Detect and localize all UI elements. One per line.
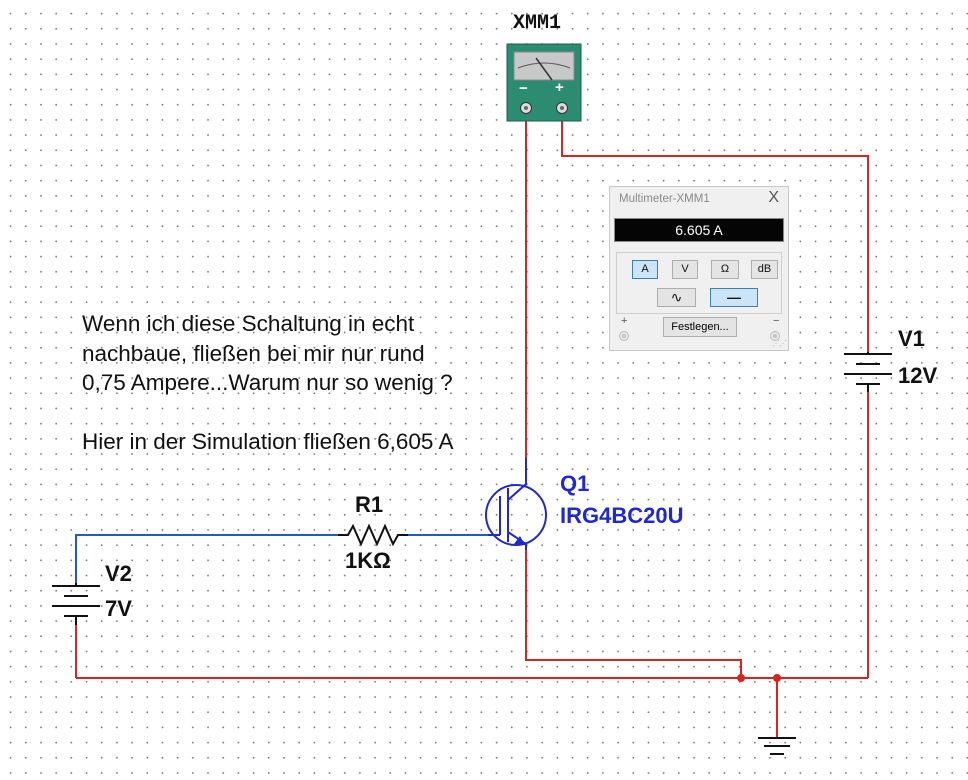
minus-terminal-label: − (773, 315, 780, 327)
wire-meter-plus-to-v1[interactable] (561, 116, 869, 352)
dc-mode-button[interactable]: — (710, 288, 758, 307)
battery-v2-symbol[interactable] (52, 583, 100, 625)
junction-dot (773, 674, 781, 682)
mode-ohm-button[interactable]: Ω (711, 260, 739, 279)
v1-value-label: 12V (898, 363, 938, 388)
battery-v1-symbol[interactable] (844, 352, 892, 392)
wire-v2-to-r1[interactable] (75, 534, 338, 583)
transistor-arrow (514, 536, 525, 545)
note-spacer (82, 398, 542, 427)
q1-name-label: Q1 (560, 471, 590, 496)
plus-terminal-label: + (621, 315, 628, 327)
multimeter-window[interactable]: Multimeter-XMM1 X 6.605 A A V Ω dB ∿ — +… (609, 186, 789, 351)
ac-mode-button[interactable]: ∿ (657, 288, 696, 307)
r1-name-label: R1 (355, 492, 384, 517)
close-icon[interactable]: X (768, 189, 779, 206)
wire-emitter-to-junction[interactable] (525, 550, 742, 678)
red-wires (75, 116, 869, 738)
r1-value-label: 1KΩ (345, 548, 391, 573)
v2-value-label: 7V (105, 596, 132, 621)
transistor-q1-symbol[interactable] (485, 458, 547, 550)
annotation-note: Wenn ich diese Schaltung in echt nachbau… (82, 309, 542, 456)
junction-dot (737, 674, 745, 682)
note-line: Wenn ich diese Schaltung in echt (82, 311, 415, 336)
note-line: nachbaue, fließen bei mir nur rund (82, 340, 425, 366)
mode-volt-button[interactable]: V (672, 260, 698, 279)
resistor-r1-symbol[interactable] (338, 523, 408, 547)
settings-button[interactable]: Festlegen... (663, 317, 737, 337)
note-line: 0,75 Ampere...Warum nur so wenig ? (82, 370, 453, 395)
ground-symbol[interactable] (758, 737, 796, 755)
q1-model-label: IRG4BC20U (560, 503, 684, 528)
meter-label: XMM1 (513, 12, 562, 35)
meter-minus-label: − (519, 80, 528, 97)
multimeter-controls-panel: A V Ω dB ∿ — (616, 252, 782, 314)
blue-wires (75, 534, 488, 583)
multimeter-xmm1-symbol[interactable] (506, 43, 582, 122)
mode-db-button[interactable]: dB (751, 260, 778, 279)
v2-name-label: V2 (105, 561, 132, 586)
multimeter-window-title: Multimeter-XMM1 (619, 193, 710, 205)
note-line: Hier in der Simulation fließen 6,605 A (82, 428, 454, 454)
meter-plus-label: + (555, 79, 564, 96)
mode-ampere-button[interactable]: A (632, 260, 658, 279)
v1-name-label: V1 (898, 326, 925, 351)
minus-terminal-icon[interactable] (770, 331, 780, 341)
resize-grip-icon[interactable]: ⋰⋰ (772, 339, 787, 348)
multimeter-readout: 6.605 A (614, 218, 784, 242)
plus-terminal-icon[interactable] (619, 331, 629, 341)
